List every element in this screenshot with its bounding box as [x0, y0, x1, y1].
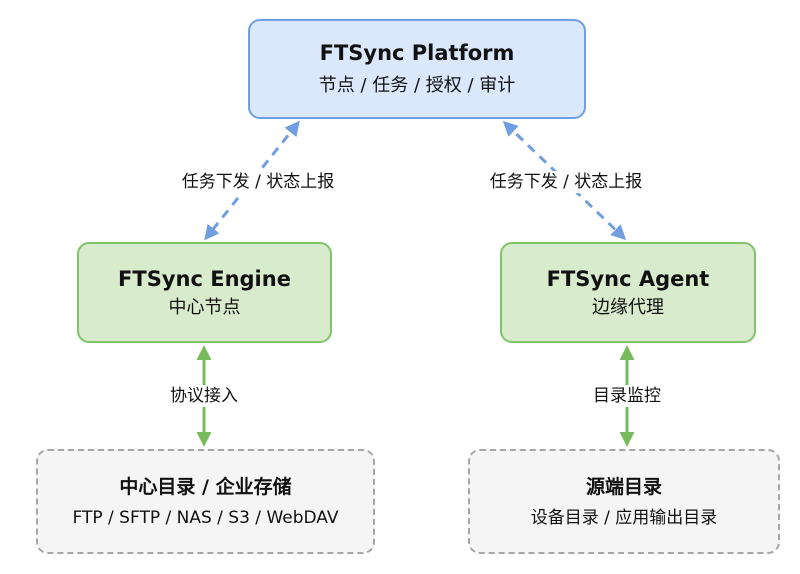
node-title: 中心目录 / 企业存储 — [119, 475, 292, 498]
node-subtitle: 边缘代理 — [592, 296, 664, 318]
node-subtitle: 节点 / 任务 / 授权 / 审计 — [318, 75, 516, 96]
node-subtitle: FTP / SFTP / NAS / S3 / WebDAV — [72, 507, 339, 528]
edge-platform-engine — [204, 120, 300, 241]
edge-label-agent-source: 目录监控 — [591, 385, 663, 407]
edge-label-platform-engine: 任务下发 / 状态上报 — [179, 171, 337, 193]
node-title: FTSync Agent — [546, 266, 710, 291]
edge-label-platform-agent: 任务下发 / 状态上报 — [487, 171, 645, 193]
node-ftsync-platform: FTSync Platform 节点 / 任务 / 授权 / 审计 — [248, 19, 586, 119]
node-center-directory: 中心目录 / 企业存储 FTP / SFTP / NAS / S3 / WebD… — [36, 449, 375, 554]
edge-label-engine-center: 协议接入 — [168, 385, 240, 407]
node-title: FTSync Platform — [319, 41, 515, 65]
node-title: FTSync Engine — [118, 266, 291, 291]
node-ftsync-agent: FTSync Agent 边缘代理 — [500, 242, 756, 343]
node-source-directory: 源端目录 设备目录 / 应用输出目录 — [468, 449, 780, 554]
node-subtitle: 设备目录 / 应用输出目录 — [530, 507, 718, 528]
node-subtitle: 中心节点 — [168, 296, 241, 318]
node-ftsync-engine: FTSync Engine 中心节点 — [77, 242, 332, 343]
node-title: 源端目录 — [585, 475, 662, 498]
